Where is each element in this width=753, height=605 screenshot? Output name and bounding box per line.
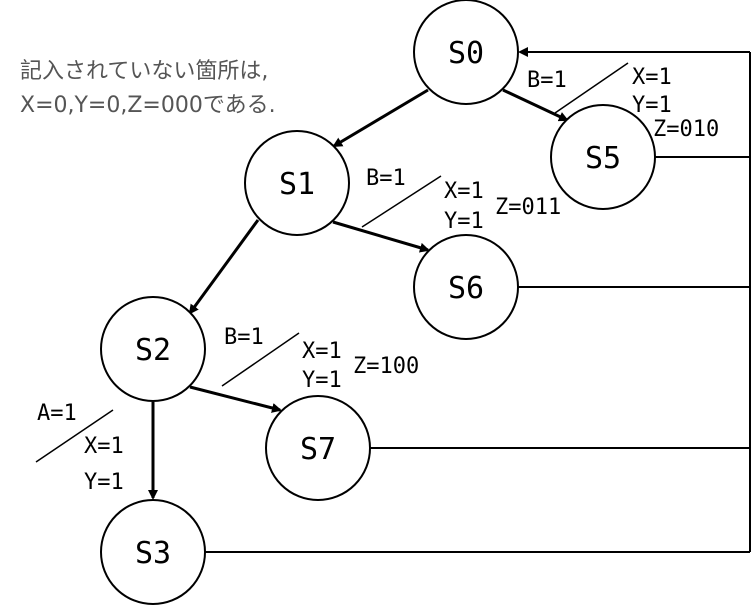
- cond-s2-s7-y: Y=1: [302, 368, 342, 393]
- slash-s0-s5: [554, 62, 629, 114]
- edge-s0-s5: [502, 88, 569, 122]
- edge-s0-s1: [332, 88, 429, 148]
- cond-s0-s5-x: X=1: [632, 65, 672, 90]
- cond-s2-s3-input: A=1: [37, 401, 77, 426]
- cond-s1-s6-z: Z=011: [495, 195, 561, 220]
- state-label-s1: S1: [279, 167, 315, 202]
- state-node-s3: S3: [100, 499, 206, 605]
- cond-s2-s3-y: Y=1: [84, 470, 124, 495]
- cond-s2-s3-x: X=1: [84, 434, 124, 459]
- cond-s2-s7-x: X=1: [302, 339, 342, 364]
- slash-s2-s3: [35, 409, 114, 463]
- cond-s2-s7-input: B=1: [224, 325, 264, 350]
- cond-s1-s6-input: B=1: [366, 166, 406, 191]
- cond-s0-s5-y: Y=1: [632, 93, 672, 118]
- cond-s1-s6-y: Y=1: [444, 209, 484, 234]
- state-node-s5: S5: [550, 104, 656, 210]
- cond-s1-s6-x: X=1: [444, 179, 484, 204]
- state-label-s5: S5: [585, 141, 621, 176]
- state-label-s7: S7: [300, 432, 336, 467]
- edge-s1-s2: [188, 219, 260, 315]
- state-label-s3: S3: [135, 536, 171, 571]
- note-line-1: 記入されていない箇所は,: [20, 59, 268, 84]
- state-label-s2: S2: [135, 333, 171, 368]
- note-line-2: X=0,Y=0,Z=000である.: [20, 93, 276, 118]
- cond-s0-s5-z: Z=010: [653, 117, 719, 142]
- state-node-s0: S0: [413, 0, 519, 105]
- slash-s2-s7: [221, 332, 300, 387]
- state-node-s1: S1: [244, 130, 350, 236]
- state-node-s2: S2: [100, 296, 206, 402]
- state-label-s6: S6: [448, 271, 484, 306]
- cond-s0-s5-input: B=1: [527, 68, 567, 93]
- state-label-s0: S0: [448, 36, 484, 71]
- state-node-s7: S7: [265, 395, 371, 501]
- slash-s1-s6: [361, 175, 442, 228]
- state-node-s6: S6: [413, 234, 519, 340]
- edge-s2-s7: [189, 385, 282, 413]
- edge-s1-s6: [332, 220, 430, 253]
- cond-s2-s7-z: Z=100: [353, 354, 419, 379]
